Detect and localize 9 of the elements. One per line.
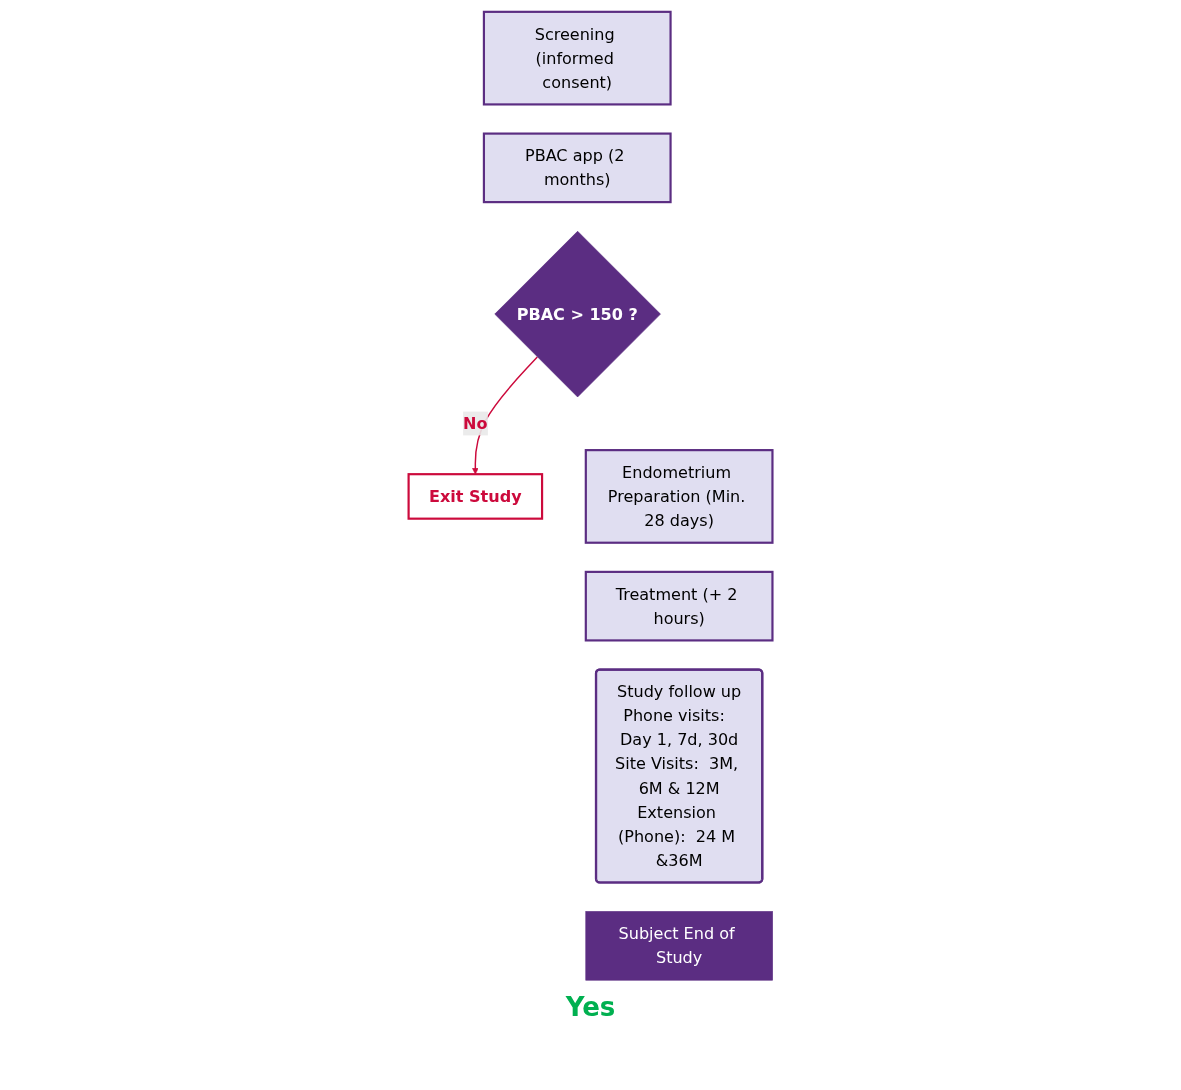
node-box: Endometrium Preparation (Min. 28 days) — [584, 449, 774, 544]
node-box: Screening (informed consent) — [482, 10, 672, 106]
node-box: PBAC app (2 months) — [482, 132, 672, 204]
node-box: Exit Study — [407, 473, 544, 520]
node-box: Treatment (+ 2 hours) — [584, 570, 774, 642]
edge-label: No — [463, 414, 488, 433]
decision-label: Yes — [565, 992, 616, 1022]
node-box: Subject End of Study — [585, 911, 773, 981]
node-diamond: PBAC > 150 ? — [494, 230, 661, 398]
